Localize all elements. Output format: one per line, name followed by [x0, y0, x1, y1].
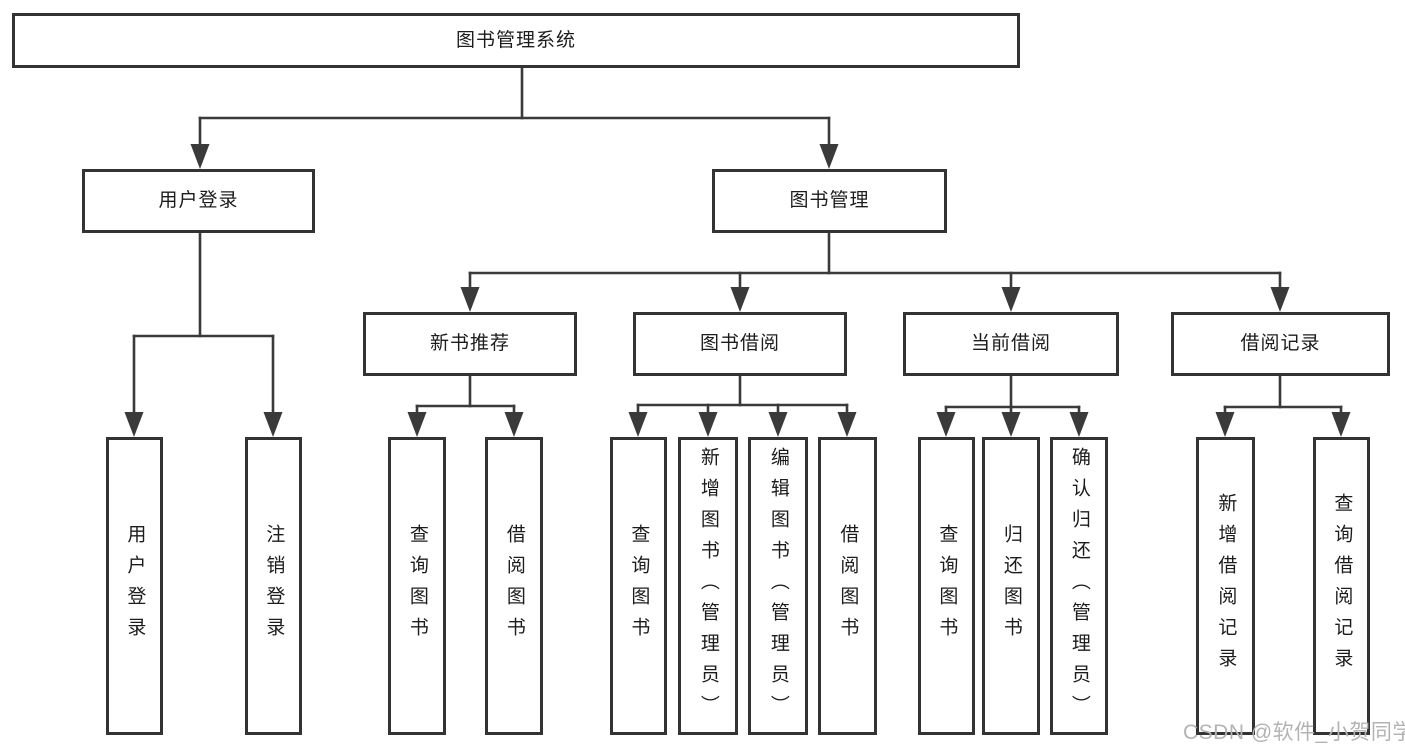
arrowhead-icon [190, 144, 210, 169]
arrowhead-icon [1069, 412, 1089, 437]
node-borrow-record: 借阅记录 [1171, 312, 1390, 376]
arrowhead-icon [1215, 412, 1235, 437]
node-leaf-rec-borrow-book: 借阅图书 [485, 437, 543, 735]
arrowhead-icon [1270, 287, 1290, 312]
node-new-book-rec: 新书推荐 [363, 312, 577, 376]
arrowhead-icon [628, 412, 648, 437]
node-leaf-logout: 注销登录 [245, 437, 302, 735]
node-book-mgmt: 图书管理 [712, 169, 947, 233]
arrowhead-icon [407, 412, 427, 437]
node-current-borrow: 当前借阅 [903, 312, 1119, 376]
arrowhead-icon [698, 412, 718, 437]
node-leaf-br-query-record: 查询借阅记录 [1313, 437, 1370, 735]
arrowhead-icon [1331, 412, 1351, 437]
arrowhead-icon [460, 287, 480, 312]
node-leaf-bb-edit-book: 编辑图书（管理员） [748, 437, 808, 735]
arrowhead-icon [768, 412, 788, 437]
arrowhead-icon [263, 412, 283, 437]
node-root: 图书管理系统 [12, 13, 1020, 68]
arrowhead-icon [1001, 412, 1021, 437]
arrowhead-icon [504, 412, 524, 437]
node-user-login: 用户登录 [82, 169, 315, 233]
node-leaf-user-login: 用户登录 [106, 437, 163, 735]
node-leaf-cb-confirm-return: 确认归还（管理员） [1050, 437, 1108, 735]
node-leaf-cb-return-book: 归还图书 [982, 437, 1040, 735]
node-leaf-br-add-record: 新增借阅记录 [1196, 437, 1255, 735]
node-leaf-cb-query-book: 查询图书 [918, 437, 975, 735]
arrowhead-icon [124, 412, 144, 437]
arrowhead-icon [1001, 287, 1021, 312]
node-book-borrow: 图书借阅 [633, 312, 847, 376]
arrowhead-icon [837, 412, 857, 437]
watermark: CSDN @软件_小贺同学 [1183, 721, 1405, 744]
node-leaf-rec-query-book: 查询图书 [388, 437, 446, 735]
arrowhead-icon [819, 144, 839, 169]
node-leaf-bb-borrow-book: 借阅图书 [818, 437, 877, 735]
node-leaf-bb-add-book: 新增图书（管理员） [678, 437, 738, 735]
node-leaf-bb-query-book: 查询图书 [610, 437, 667, 735]
arrowhead-icon [730, 287, 750, 312]
arrowhead-icon [936, 412, 956, 437]
